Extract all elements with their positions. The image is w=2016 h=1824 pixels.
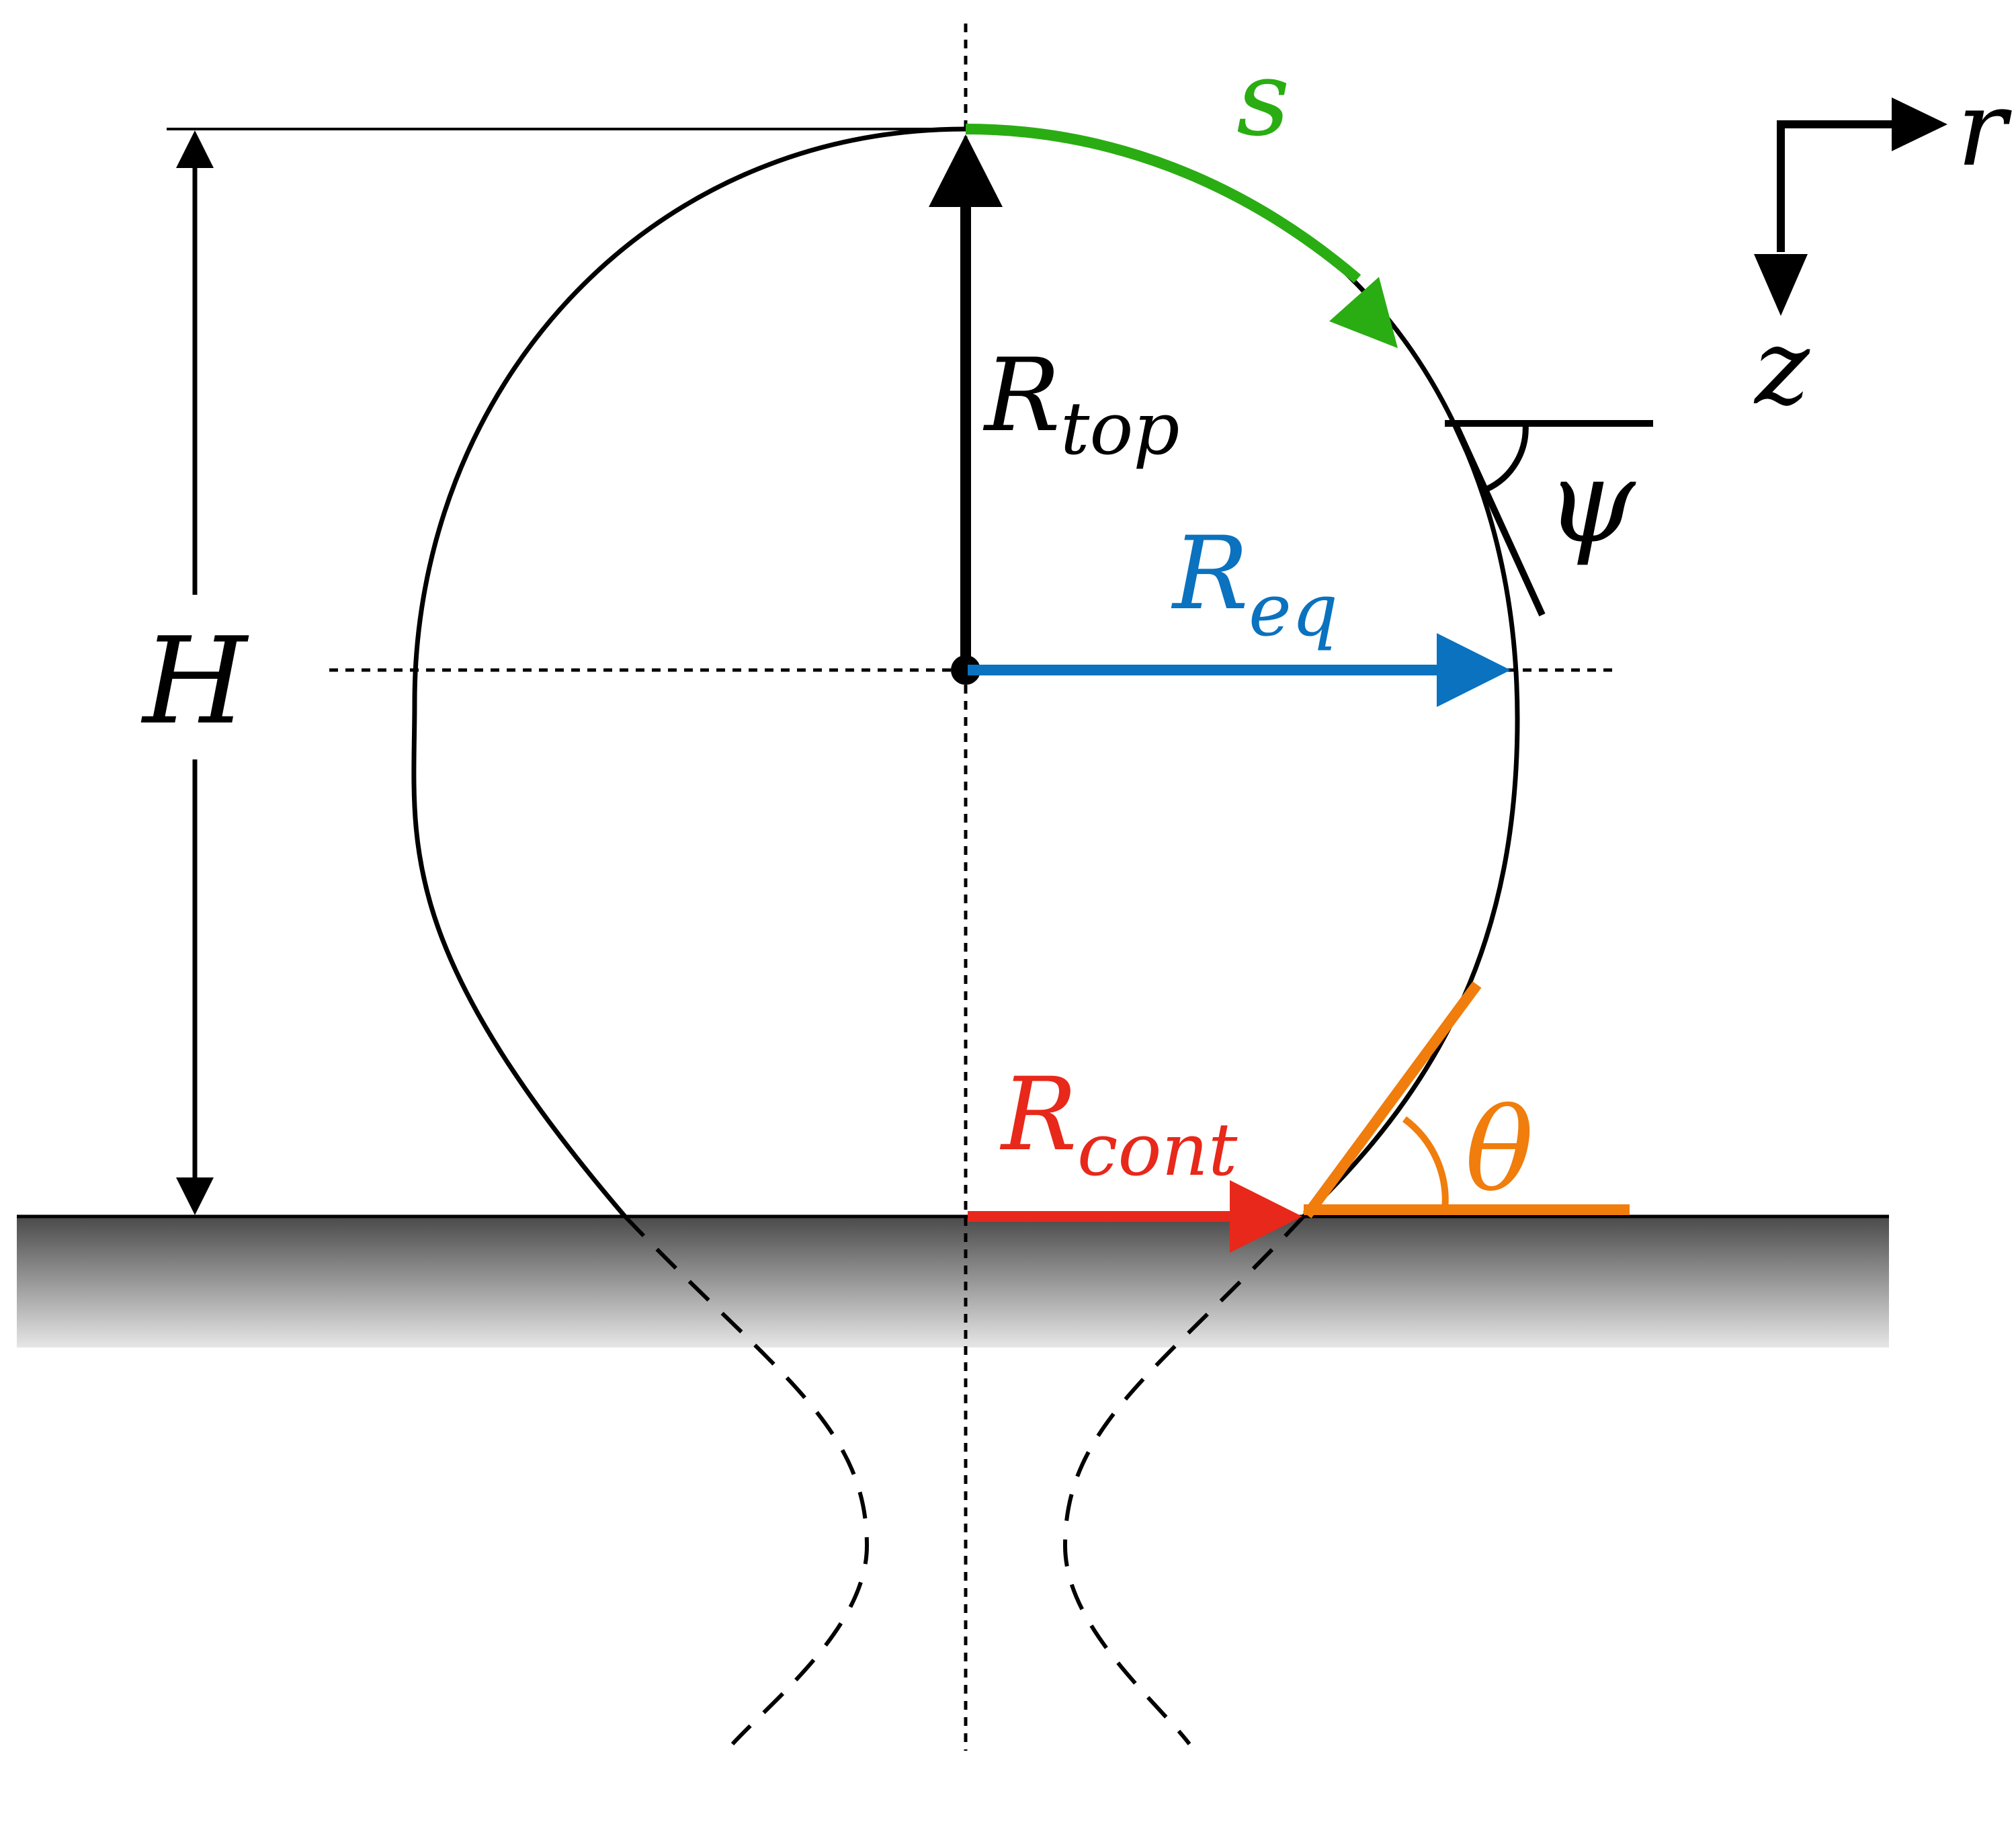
coordinate-axes: [1777, 120, 1895, 252]
virtual-drop-extension-left: [623, 1214, 870, 1746]
arc-length-arrow: [965, 124, 1361, 284]
r-eq-arrowhead: [1437, 633, 1511, 707]
psi-tangent-line: [1452, 421, 1546, 617]
r-axis-label: r: [1957, 68, 2012, 190]
height-arrowhead-top: [176, 130, 214, 168]
r-top-label: Rtop: [982, 337, 1180, 471]
height-label: H: [140, 612, 249, 751]
z-axis-arrowhead: [1754, 254, 1808, 316]
substrate: [17, 1216, 1889, 1348]
height-arrowhead-bottom: [176, 1177, 214, 1215]
psi-label: ψ: [1546, 436, 1636, 569]
r-eq-label: Req: [1171, 515, 1338, 653]
r-cont-label: Rcont: [999, 1056, 1238, 1192]
r-axis-arrowhead: [1892, 97, 1947, 151]
z-axis-label: z: [1753, 306, 1810, 428]
arc-length-label: s: [1236, 38, 1290, 159]
theta-label: θ: [1465, 1084, 1534, 1217]
theta-angle-arc: [1402, 1116, 1449, 1210]
virtual-drop-extension-right: [1062, 1214, 1306, 1745]
drop-center-point: [951, 655, 980, 685]
psi-angle-arc: [1485, 423, 1529, 493]
arc-length-arrowhead: [1329, 277, 1398, 348]
r-cont-arrowhead: [1230, 1180, 1302, 1253]
theta-tangent-line: [1302, 981, 1482, 1218]
r-top-arrowhead: [929, 134, 1003, 207]
